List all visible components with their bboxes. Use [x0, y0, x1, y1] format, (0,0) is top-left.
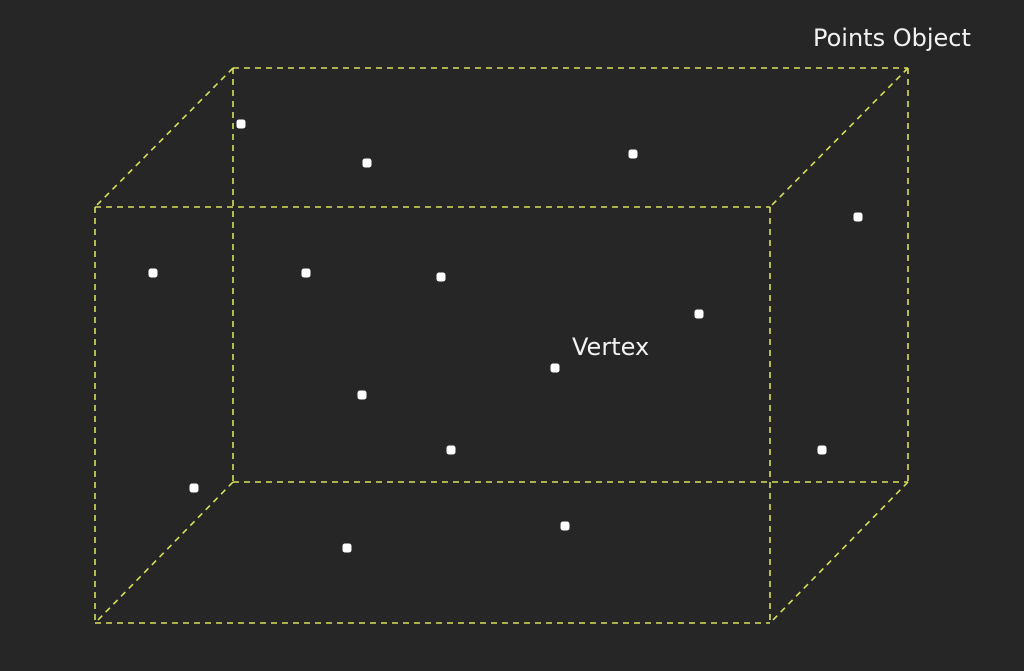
vertex-point [853, 212, 863, 222]
bounding-box-edges [94, 67, 909, 624]
vertex-point [148, 268, 158, 278]
vertex-point [189, 483, 199, 493]
vertices [148, 119, 863, 553]
points-object-label: Points Object [813, 24, 971, 52]
vertex-point [694, 309, 704, 319]
vertex-point [817, 445, 827, 455]
vertex-point [560, 521, 570, 531]
vertex-point [301, 268, 311, 278]
vertex-point [236, 119, 246, 129]
top-right-depth-edge [769, 67, 909, 208]
vertex-point [628, 149, 638, 159]
vertex-point [362, 158, 372, 168]
vertex-point [436, 272, 446, 282]
vertex-point [550, 363, 560, 373]
vertex-point [342, 543, 352, 553]
top-left-depth-edge [94, 67, 234, 208]
vertex-point [357, 390, 367, 400]
bottom-right-depth-edge [769, 481, 909, 624]
vertex-label: Vertex [572, 333, 650, 361]
vertex-point [446, 445, 456, 455]
bottom-left-depth-edge [94, 481, 234, 624]
